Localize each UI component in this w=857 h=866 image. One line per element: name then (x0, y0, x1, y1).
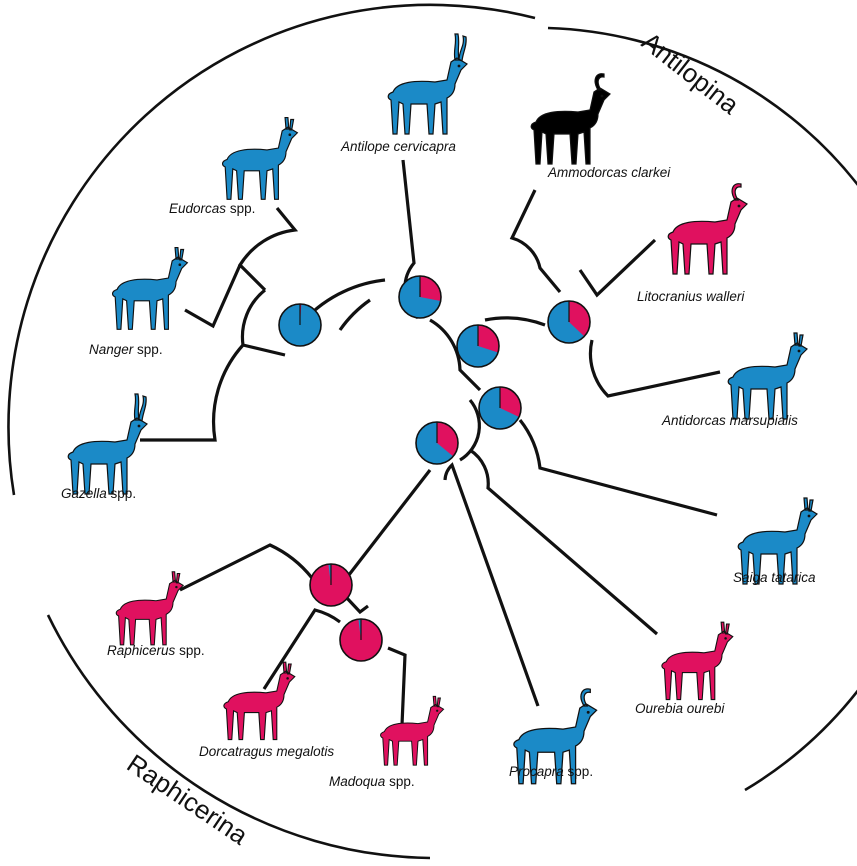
label-litocranius: Litocranius walleri (637, 289, 745, 304)
eye-icon (286, 677, 289, 680)
label-ammodorcas: Ammodorcas clarkei (547, 165, 671, 180)
branch-madoqua (388, 648, 405, 725)
madoqua-dikdik-silhouette (381, 696, 444, 765)
label-saiga: Saiga tatarica (733, 570, 816, 585)
gazella-gazelle-silhouette (68, 394, 147, 494)
label-ourebia: Ourebia ourebi (635, 701, 725, 716)
gazelle-silhouette (68, 394, 147, 494)
label-nanger: Nanger spp. (89, 342, 163, 357)
antidorcas-springbok-silhouette (728, 333, 807, 419)
branch-backbone-1 (340, 300, 370, 330)
pie-node-antilope-clade (399, 276, 441, 318)
label-procapra: Procapra spp. (509, 764, 593, 779)
blackbuck-silhouette (388, 34, 467, 134)
eye-icon (587, 711, 590, 714)
branch-raphicerina-stem (345, 470, 430, 580)
eye-icon (175, 586, 177, 588)
pie-node-raphicerina (310, 564, 352, 606)
pie-node-root (416, 422, 458, 464)
gazelle-silhouette (113, 248, 188, 330)
label-antilope: Antilope cervicapra (340, 139, 456, 154)
nanger-gazelle-silhouette (113, 248, 188, 330)
eye-icon (798, 350, 801, 353)
branch-eudorcas (240, 208, 295, 290)
branch-saiga (520, 420, 717, 515)
gazelle-silhouette (223, 118, 298, 200)
pie-node-inner-1 (457, 325, 499, 367)
label-raphicerus: Raphicerus spp. (107, 643, 205, 658)
ammodorcas-dibatag-silhouette (531, 74, 610, 164)
litocranius-gerenuk-silhouette (668, 184, 747, 274)
label-madoqua: Madoqua spp. (329, 774, 415, 789)
branch-dorcatragus (264, 610, 340, 689)
ourebia-oribi-silhouette (662, 622, 733, 699)
branch-ourebia (470, 450, 657, 634)
dikdik-silhouette (381, 696, 444, 765)
dibatag-silhouette (531, 74, 610, 164)
branch-antidorcas (590, 340, 720, 396)
eye-icon (738, 205, 741, 208)
branch-litocranius (580, 240, 655, 295)
springbok-silhouette (728, 333, 807, 419)
gerenuk-silhouette (668, 184, 747, 274)
branch-procapra (445, 465, 538, 706)
branch-nanger (185, 265, 240, 326)
eye-icon (178, 263, 181, 266)
pie-node-gazella-group (279, 304, 321, 346)
branch-gazella (140, 345, 243, 440)
eye-icon (288, 133, 291, 136)
label-gazella: Gazella spp. (61, 486, 136, 501)
antilope-blackbuck-silhouette (388, 34, 467, 134)
label-eudorcas: Eudorcas spp. (169, 201, 255, 216)
branch-ammodorcas (512, 190, 560, 292)
eye-icon (458, 65, 461, 68)
dorcatragus-beira-silhouette (224, 662, 295, 739)
pie-node-raphicerina-inner (340, 619, 382, 661)
eye-icon (138, 425, 141, 428)
clade-label-antilopina: Antilopina (636, 26, 745, 120)
clade-label-raphicerina: Raphicerina (122, 748, 254, 851)
label-antidorcas: Antidorcas marsupialis (661, 413, 798, 428)
eye-icon (601, 95, 604, 98)
pie-node-inner-2 (479, 387, 521, 429)
label-dorcatragus: Dorcatragus megalotis (199, 744, 334, 759)
eye-icon (436, 710, 438, 712)
oribi-silhouette (662, 622, 733, 699)
eye-icon (808, 515, 811, 518)
eudorcas-gazelle-silhouette (223, 118, 298, 200)
branch-litocranius-stem (485, 318, 545, 325)
pie-node-litocranius-clade (548, 301, 590, 343)
raphicerus-steenbok-silhouette (116, 572, 183, 645)
eye-icon (724, 637, 727, 640)
steenbok-silhouette (116, 572, 183, 645)
beira-silhouette (224, 662, 295, 739)
branch-raphicerus (180, 545, 312, 590)
